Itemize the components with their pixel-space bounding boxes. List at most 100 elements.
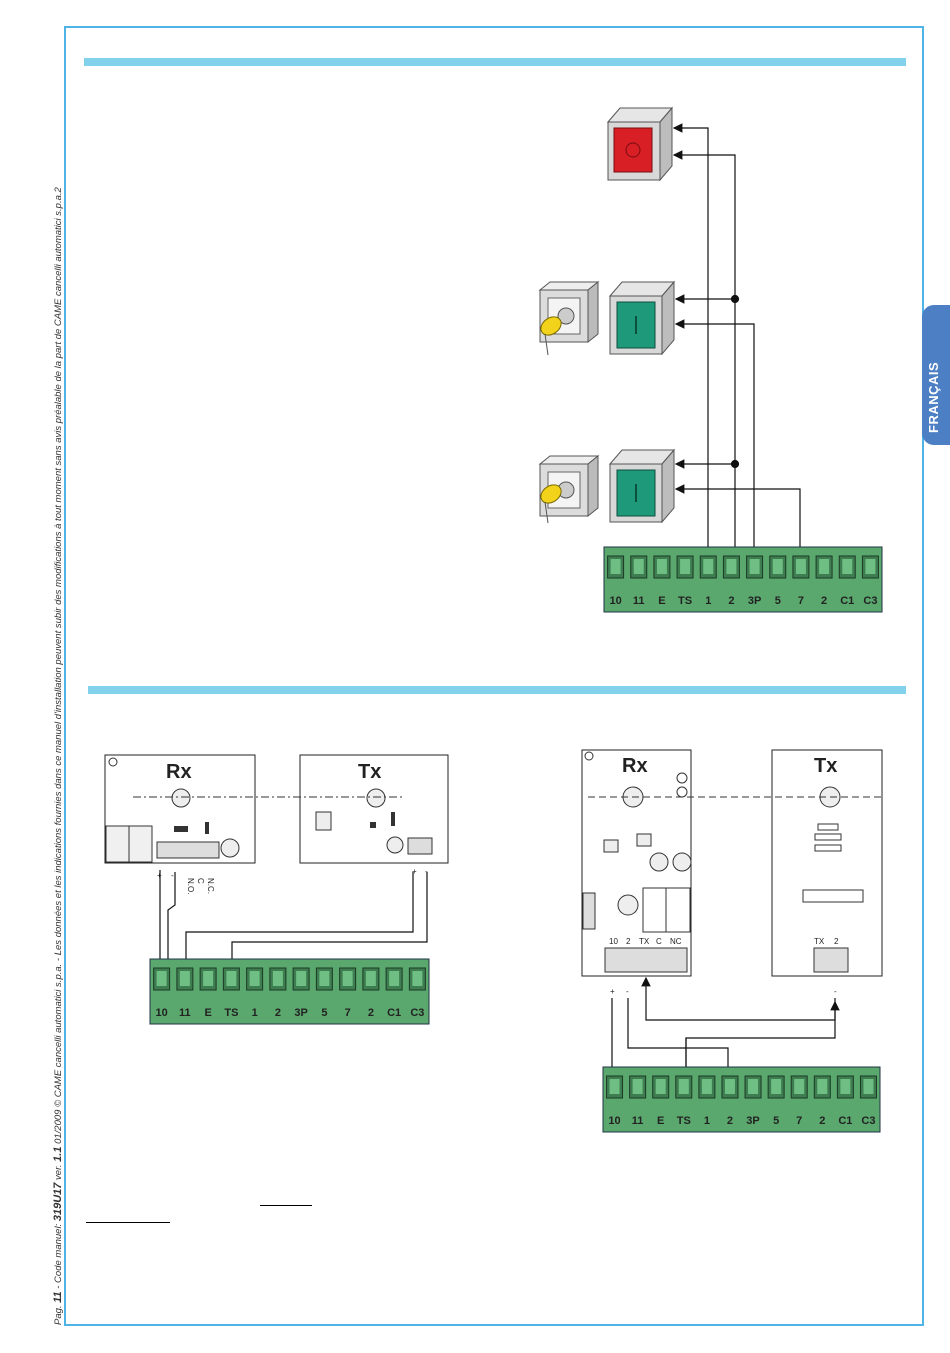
svg-text:N.O.: N.O. (186, 878, 195, 894)
top-terminal-label: E (658, 595, 665, 607)
left-terminal-label: E (204, 1007, 211, 1019)
left-terminal-label: C1 (387, 1007, 401, 1019)
top-terminal-screw (772, 559, 783, 574)
right-terminal-screw (771, 1079, 782, 1094)
left-terminal-screw (179, 971, 190, 986)
svg-text:2: 2 (626, 937, 631, 946)
underline-1 (260, 1205, 312, 1206)
right-terminal-label: 5 (773, 1115, 779, 1127)
left-wiring (155, 870, 428, 972)
left-terminal-label: 3P (294, 1007, 307, 1019)
right-wiring (607, 976, 840, 1080)
right-terminal-screw (817, 1079, 828, 1094)
right-terminal-label: 7 (796, 1115, 802, 1127)
left-terminal-label: 1 (252, 1007, 258, 1019)
left-terminal-screw (365, 971, 376, 986)
top-terminal-screw (680, 559, 691, 574)
svg-text:TX: TX (814, 937, 825, 946)
top-terminal-screw (819, 559, 830, 574)
photocell-right: Rx 10 2 TX C NC Tx TX 2 + - - (581, 749, 883, 996)
right-terminal-screw (655, 1079, 666, 1094)
right-terminal-screw (609, 1079, 620, 1094)
left-terminal-label: C3 (410, 1007, 424, 1019)
top-terminal-label: C3 (863, 595, 877, 607)
left-terminal-screw (249, 971, 260, 986)
key-selector-2 (538, 454, 600, 524)
photocell-left: Rx Tx + - + - N.O. C N.C. (104, 754, 449, 894)
underline-2 (86, 1222, 170, 1223)
right-terminal-label: 11 (632, 1115, 644, 1127)
language-tab[interactable]: FRANÇAIS (922, 305, 950, 445)
top-terminal-label: TS (678, 595, 692, 607)
page-frame (64, 26, 924, 1326)
top-terminal-label: 10 (609, 595, 621, 607)
right-terminal-label: 2 (727, 1115, 733, 1127)
left-terminal-screw (412, 971, 423, 986)
top-terminal-label: 7 (798, 595, 804, 607)
left-terminal-screw (272, 971, 283, 986)
right-terminal-screw (724, 1079, 735, 1094)
right-terminal-label: 10 (608, 1115, 620, 1127)
right-terminal-label: 2 (819, 1115, 825, 1127)
top-terminal-label: 5 (775, 595, 781, 607)
left-terminal-screw (342, 971, 353, 986)
stop-button (606, 106, 674, 182)
start-button-2 (608, 448, 676, 524)
rx-title-left: Rx (166, 761, 192, 783)
terminal-block-right: 10 11 E TS 1 2 3P 5 7 2 C1 C3 (602, 1066, 881, 1133)
right-terminal-screw (748, 1079, 759, 1094)
left-terminal-screw (389, 971, 400, 986)
svg-text:N.C.: N.C. (206, 878, 215, 894)
start-button-1 (608, 280, 676, 356)
top-terminal-screw (610, 559, 621, 574)
top-wiring (672, 123, 801, 562)
top-terminal-label: 1 (705, 595, 711, 607)
right-terminal-label: E (657, 1115, 664, 1127)
rx-title-right: Rx (622, 755, 648, 777)
svg-text:+: + (610, 987, 615, 996)
top-terminal-screw (656, 559, 667, 574)
top-terminal-screw (795, 559, 806, 574)
right-terminal-label: TS (677, 1115, 691, 1127)
right-terminal-label: C1 (838, 1115, 852, 1127)
left-terminal-screw (296, 971, 307, 986)
left-terminal-label: 11 (179, 1007, 191, 1019)
left-terminal-label: 2 (368, 1007, 374, 1019)
left-terminal-label: 5 (321, 1007, 327, 1019)
top-terminal-screw (726, 559, 737, 574)
svg-text:-: - (425, 867, 428, 876)
top-terminal-screw (633, 559, 644, 574)
right-terminal-screw (701, 1079, 712, 1094)
top-terminal-screw (842, 559, 853, 574)
top-terminal-label: 2 (728, 595, 734, 607)
svg-text:-: - (626, 987, 629, 996)
section-band-top (84, 58, 906, 66)
tx-title-left: Tx (358, 761, 381, 783)
top-terminal-label: 2 (821, 595, 827, 607)
key-selector-1 (538, 280, 600, 356)
right-terminal-label: 3P (746, 1115, 759, 1127)
right-terminal-screw (678, 1079, 689, 1094)
right-terminal-screw (840, 1079, 851, 1094)
right-terminal-label: C3 (861, 1115, 875, 1127)
right-terminal-screw (632, 1079, 643, 1094)
left-terminal-label: 7 (345, 1007, 351, 1019)
top-terminal-screw (749, 559, 760, 574)
right-terminal-screw (863, 1079, 874, 1094)
svg-text:-: - (171, 871, 174, 880)
left-terminal-label: 2 (275, 1007, 281, 1019)
top-terminal-label: 11 (633, 595, 645, 607)
tx-title-right: Tx (814, 755, 837, 777)
right-terminal-screw (794, 1079, 805, 1094)
svg-text:C: C (196, 878, 205, 884)
right-terminal-label: 1 (704, 1115, 710, 1127)
svg-text:-: - (834, 987, 837, 996)
top-terminal-label: 3P (748, 595, 761, 607)
left-terminal-screw (203, 971, 214, 986)
section-band-middle (88, 686, 906, 694)
left-terminal-screw (156, 971, 167, 986)
top-terminal-label: C1 (840, 595, 854, 607)
svg-text:10: 10 (609, 937, 618, 946)
